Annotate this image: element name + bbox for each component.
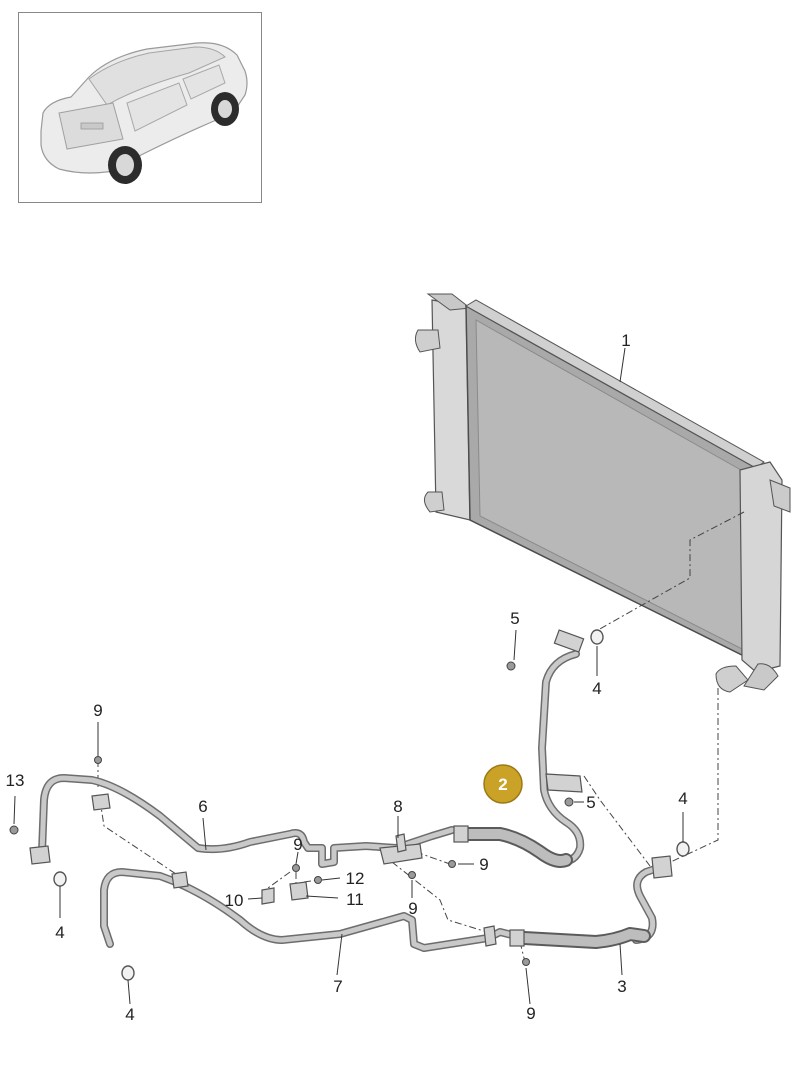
car-body: [40, 42, 248, 174]
vehicle-thumbnail: [18, 12, 262, 203]
car-icon: [40, 42, 248, 184]
callout-9[interactable]: 9: [93, 701, 102, 720]
callout-11[interactable]: 11: [346, 890, 364, 909]
small-parts: [9, 629, 690, 981]
callout-9[interactable]: 9: [293, 835, 302, 854]
callout-5[interactable]: 5: [510, 609, 519, 628]
radiator: [414, 293, 791, 693]
callout-4[interactable]: 4: [125, 1005, 134, 1024]
callout-6[interactable]: 6: [198, 797, 207, 816]
highlight-marker: [483, 764, 523, 804]
callout-12[interactable]: 12: [346, 869, 365, 888]
coolant-hose-2: [453, 629, 585, 868]
highlight-label: 2: [498, 775, 507, 794]
highlight-callout[interactable]: 2: [483, 764, 523, 804]
car-wheels: [108, 92, 239, 184]
callout-4[interactable]: 4: [678, 789, 687, 808]
callout-9[interactable]: 9: [479, 855, 488, 874]
callout-9[interactable]: 9: [526, 1004, 535, 1023]
callout-4[interactable]: 4: [55, 923, 64, 942]
callout-13[interactable]: 13: [6, 771, 25, 790]
callout-7[interactable]: 7: [333, 977, 342, 996]
callout-3[interactable]: 3: [617, 977, 626, 996]
coolant-pipe-7: [100, 868, 520, 952]
callout-9[interactable]: 9: [408, 899, 417, 918]
coolant-hose-3: [509, 855, 673, 949]
callout-5[interactable]: 5: [586, 793, 595, 812]
callout-10[interactable]: 10: [225, 891, 244, 910]
coolant-pipe-6: [38, 774, 456, 868]
callout-1[interactable]: 1: [621, 331, 630, 350]
callout-4[interactable]: 4: [592, 679, 601, 698]
callouts: 1 3 4 4 4 4 5 5 6 7 8 9 9 9 9 9 10 11 12…: [6, 331, 688, 1024]
callout-8[interactable]: 8: [393, 797, 402, 816]
leader-lines: [13, 347, 684, 1005]
